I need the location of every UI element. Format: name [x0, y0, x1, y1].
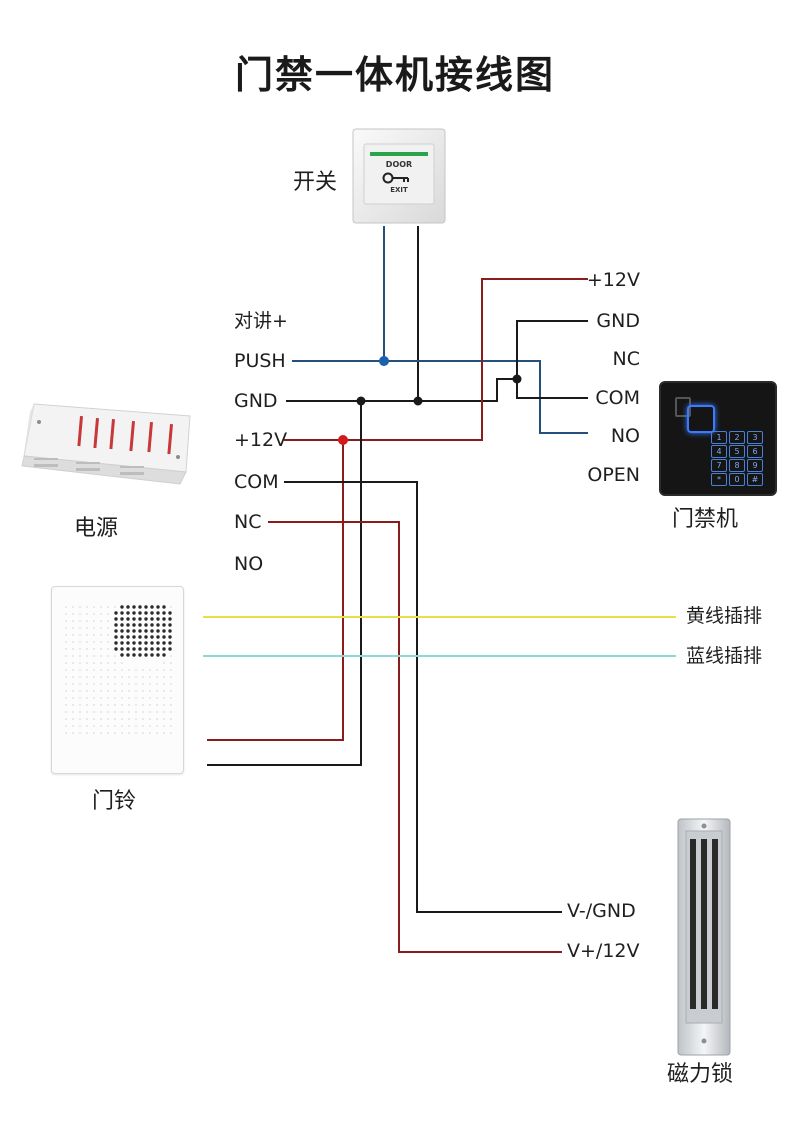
door-bell-device	[51, 586, 184, 774]
junction-gnd-1	[356, 396, 366, 406]
terminal-push: PUSH	[234, 350, 286, 372]
reader-terminal-open: OPEN	[587, 464, 640, 486]
keypad-key[interactable]: 3	[747, 431, 763, 444]
reader-terminal-no: NO	[610, 425, 640, 447]
reader-terminal-12v: +12V	[586, 269, 640, 291]
key-icon	[382, 172, 409, 184]
power-supply-device	[21, 403, 191, 485]
keypad-key[interactable]: 2	[729, 431, 745, 444]
wire-gnd-bell	[207, 401, 362, 766]
yellow-wire-label: 黄线插排	[686, 605, 763, 627]
wire-nc-lock	[268, 521, 562, 953]
reader-terminal-gnd: GND	[596, 310, 640, 332]
keypad-key[interactable]: 8	[729, 459, 745, 472]
bell-grille	[65, 605, 172, 734]
keypad-key[interactable]: 9	[747, 459, 763, 472]
junction-12v	[338, 435, 348, 445]
terminal-com: COM	[234, 471, 279, 493]
keypad-key[interactable]: 0	[729, 473, 745, 486]
magnetic-lock-device	[677, 818, 731, 1056]
junction-reader	[512, 374, 522, 384]
wire-gnd	[286, 320, 588, 402]
wire-reader-com	[516, 379, 588, 399]
switch-door-text: DOOR	[385, 160, 413, 169]
keypad-key[interactable]: 6	[747, 445, 763, 458]
lock-label: 磁力锁	[667, 1062, 734, 1087]
junction-push	[379, 356, 389, 366]
card-icon	[687, 405, 715, 433]
wire-com-lock	[284, 481, 562, 913]
keypad-key[interactable]: *	[711, 473, 727, 486]
keypad-key[interactable]: #	[747, 473, 763, 486]
exit-switch-device	[352, 128, 446, 224]
bell-label: 门铃	[92, 789, 137, 814]
keypad-key[interactable]: 7	[711, 459, 727, 472]
blue-wire-label: 蓝线插排	[686, 645, 763, 667]
power-label: 电源	[74, 516, 119, 541]
terminal-nc: NC	[234, 511, 262, 533]
lock-terminal-12v: V+/12V	[567, 940, 640, 962]
switch-label: 开关	[293, 170, 338, 195]
terminal-gnd: GND	[234, 390, 278, 412]
reader-label: 门禁机	[672, 507, 739, 532]
terminal-intercom: 对讲+	[234, 310, 288, 332]
reader-terminal-nc: NC	[612, 348, 640, 370]
lock-terminal-gnd: V-/GND	[567, 900, 636, 922]
switch-exit-text: EXIT	[390, 186, 408, 194]
terminal-no: NO	[234, 553, 264, 575]
keypad-key[interactable]: 4	[711, 445, 727, 458]
wire-12v-bell	[207, 440, 344, 741]
keypad-key[interactable]: 1	[711, 431, 727, 444]
keypad-key[interactable]: 5	[729, 445, 745, 458]
diagram-title: 门禁一体机接线图	[234, 53, 555, 97]
terminal-12v: +12V	[234, 429, 288, 451]
wire-12v	[284, 278, 588, 441]
junction-gnd-2	[413, 396, 423, 406]
reader-terminal-com: COM	[595, 387, 640, 409]
